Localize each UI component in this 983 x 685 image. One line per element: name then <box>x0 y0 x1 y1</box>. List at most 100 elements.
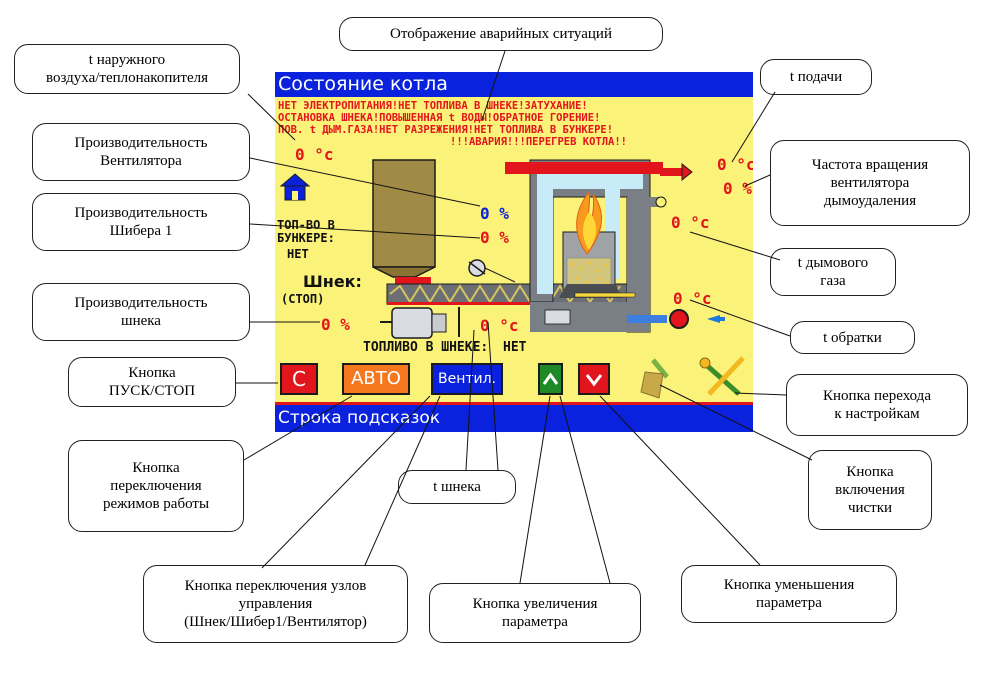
fan-power-value: 0 % <box>480 204 509 223</box>
callout-flue-gas-line-2: газа <box>820 273 846 289</box>
boiler-right-wall <box>627 197 650 332</box>
callout-start-stop-line-2: ПУСК/СТОП <box>108 383 196 399</box>
ash-box <box>530 302 627 332</box>
hmi-screen: Состояние котла НЕТ ЭЛЕКТРОПИТАНИЯ!НЕТ Т… <box>275 72 753 432</box>
callout-screw-temp-text: t шнека <box>433 479 481 495</box>
screw-fuel-label: ТОПЛИВО В ШНЕКЕ: <box>363 340 489 355</box>
callout-outside-temp: t наружного воздуха/теплонакопителя <box>14 44 240 94</box>
callout-cleaning-line-3: чистки <box>847 500 893 516</box>
screw-temp-value: 0 °c <box>480 316 519 335</box>
supply-pipe <box>505 162 663 174</box>
callout-damper-power-line-1: Производительность <box>74 205 208 221</box>
flue-gas-temp-value: 0 °c <box>671 213 710 232</box>
hint-bar: Строка подсказок <box>275 405 753 432</box>
callout-screw-power-line-1: Производительность <box>74 295 208 311</box>
flame-core <box>583 212 597 250</box>
callout-smoke-fan: Частота вращения вентилятора дымоудалени… <box>770 140 970 226</box>
callout-decrease-line-1: Кнопка уменьшения <box>723 577 855 593</box>
ash-door <box>544 309 571 325</box>
callout-smoke-fan-line-3: дымоудаления <box>823 193 917 209</box>
alarm-line-2: ОСТАНОВКА ШНЕКА!ПОВЫШЕННАЯ t ВОДЫ!ОБРАТН… <box>278 112 601 124</box>
supply-temp-value: 0 °c <box>717 155 753 174</box>
callout-increase-line-1: Кнопка увеличения <box>472 596 598 612</box>
screw-motor <box>391 307 433 339</box>
callout-supply-temp: t подачи <box>760 59 872 95</box>
callout-smoke-fan-line-1: Частота вращения <box>811 157 929 173</box>
callout-settings-line-2: к настройкам <box>834 406 920 422</box>
callout-mode-line-3: режимов работы <box>102 496 210 512</box>
callout-mode-line-2: переключения <box>110 478 202 494</box>
fuel-pellets <box>571 261 609 285</box>
fuel-hopper <box>372 159 436 268</box>
motor-gear <box>431 313 447 333</box>
callout-screw-power: Производительность шнека <box>32 283 250 341</box>
screen-title: Состояние котла <box>275 72 753 97</box>
return-arrow-tail <box>717 317 725 321</box>
return-pump <box>669 309 689 329</box>
callout-fan-power-line-1: Производительность <box>74 135 208 151</box>
boiler-schematic <box>279 159 745 399</box>
alarm-line-3: ПОВ. t ДЫМ.ГАЗА!НЕТ РАЗРЕЖЕНИЯ!НЕТ ТОПЛИ… <box>278 124 614 136</box>
callout-settings-line-1: Кнопка перехода <box>823 388 931 404</box>
callout-return-temp-text: t обратки <box>823 329 882 346</box>
callout-fan-power-line-2: Вентилятора <box>100 153 182 169</box>
alarm-line-4: !!!АВАРИЯ!!!ПЕРЕГРЕВ КОТЛА!! <box>450 136 628 148</box>
callout-increase: Кнопка увеличения параметра <box>429 583 641 643</box>
burner-tube <box>574 292 636 298</box>
supply-arrow <box>681 162 693 182</box>
hopper-neck <box>395 277 431 285</box>
smoke-fan-speed-value: 0 % <box>723 179 752 198</box>
callout-node-line-2: управления <box>238 596 313 612</box>
damper-power-value: 0 % <box>480 228 509 247</box>
callout-decrease: Кнопка уменьшения параметра <box>681 565 897 623</box>
callout-flue-gas-line-1: t дымового <box>797 255 869 271</box>
callout-node-line-3: (Шнек/Шибер1/Вентилятор) <box>184 614 367 630</box>
start-stop-button[interactable]: С <box>280 363 318 395</box>
increase-button[interactable]: ^ <box>538 363 563 395</box>
screw-heat-strip <box>387 302 632 305</box>
callout-supply-temp-text: t подачи <box>789 69 843 85</box>
callout-cleaning-line-1: Кнопка <box>846 464 894 480</box>
screw-state-value: (СТОП) <box>281 292 325 306</box>
callout-decrease-line-2: параметра <box>756 595 822 611</box>
damper-linkage <box>484 267 516 283</box>
callout-start-stop: Кнопка ПУСК/СТОП <box>68 357 236 407</box>
hint-divider <box>275 402 753 405</box>
water-jacket-left <box>537 169 553 294</box>
mode-button[interactable]: АВТО <box>342 363 410 395</box>
chevron-up-icon <box>542 372 559 385</box>
alarm-line-1: НЕТ ЭЛЕКТРОПИТАНИЯ!НЕТ ТОПЛИВА В ШНЕКЕ!З… <box>278 100 588 112</box>
return-temp-value: 0 °c <box>673 289 712 308</box>
callout-damper-power: Производительность Шибера 1 <box>32 193 250 251</box>
callout-cleaning-line-2: включения <box>835 482 905 498</box>
outside-temp-value: 0 °c <box>295 145 334 164</box>
callout-fan-power: Производительность Вентилятора <box>32 123 250 181</box>
callout-mode: Кнопка переключения режимов работы <box>68 440 244 532</box>
smoke-fan <box>655 196 667 208</box>
callout-outside-temp-line-2: воздуха/теплонакопителя <box>46 70 208 86</box>
callout-screw-temp: t шнека <box>398 470 516 504</box>
callout-alarms-text: Отображение аварийных ситуаций <box>390 26 612 42</box>
callout-flue-gas-temp: t дымового газа <box>770 248 896 296</box>
home-icon[interactable] <box>279 173 311 201</box>
callout-cleaning: Кнопка включения чистки <box>808 450 932 530</box>
callout-node-select: Кнопка переключения узлов управления (Шн… <box>143 565 408 643</box>
callout-alarms: Отображение аварийных ситуаций <box>339 17 663 51</box>
damper-blade <box>468 261 486 275</box>
hopper-funnel <box>372 266 436 278</box>
callout-start-stop-line-1: Кнопка <box>128 365 176 381</box>
decrease-button[interactable]: v <box>578 363 610 395</box>
callout-screw-power-line-2: шнека <box>121 313 161 329</box>
screw-power-value: 0 % <box>321 315 350 334</box>
callout-outside-temp-line-1: t наружного <box>88 52 166 68</box>
hopper-fuel-label: ТОП-ВО В БУНКЕРЕ: <box>277 218 335 245</box>
callout-settings: Кнопка перехода к настройкам <box>786 374 968 436</box>
settings-tools-icon[interactable] <box>699 356 745 396</box>
broom-icon[interactable] <box>640 358 669 399</box>
node-select-button[interactable]: Вентил. <box>431 363 503 395</box>
callout-node-line-1: Кнопка переключения узлов <box>184 578 367 594</box>
callout-damper-power-line-2: Шибера 1 <box>109 223 173 239</box>
hopper-fuel-value: НЕТ <box>287 247 309 261</box>
screw-label: Шнек: <box>303 272 362 291</box>
